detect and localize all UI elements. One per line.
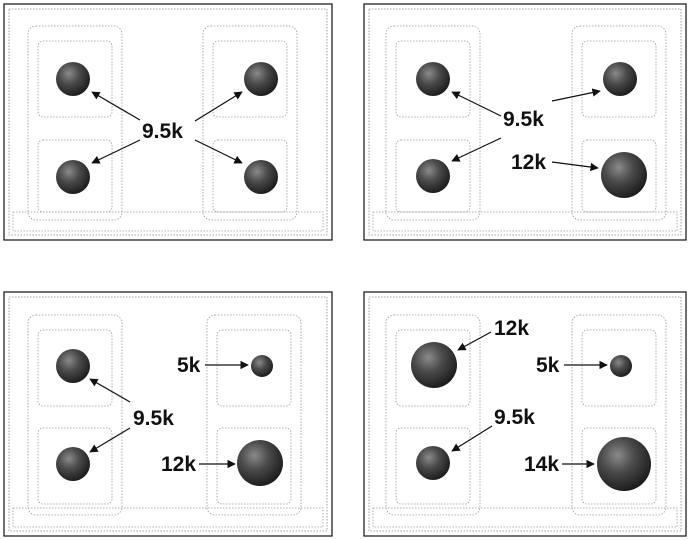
burner-cell — [37, 139, 113, 213]
burner-back-right — [251, 355, 273, 377]
rating-label: 9.5k — [142, 120, 183, 143]
burner-cell — [395, 40, 471, 118]
burner-cell — [37, 329, 113, 407]
burner-cell — [395, 329, 471, 407]
burner-front-right — [601, 152, 647, 198]
burner-cell — [37, 40, 113, 118]
cooktop-outline — [363, 3, 687, 241]
arrow — [91, 139, 141, 164]
left-burner-zone — [27, 25, 123, 221]
rating-label: 9.5k — [494, 406, 535, 429]
rating-label: 5k — [536, 354, 560, 377]
cooktop-inner-border — [368, 8, 682, 236]
panel-2: 9.5k 12k — [363, 3, 687, 241]
burner-back-left — [56, 349, 90, 383]
arrow — [457, 331, 492, 351]
burner-back-right — [603, 62, 637, 96]
rating-label: 9.5k — [503, 108, 544, 131]
burner-front-left — [56, 160, 90, 194]
burner-back-left — [56, 62, 90, 96]
cooktop-outline — [3, 3, 333, 241]
cooktop-outline — [363, 291, 687, 537]
cooktop-inner-border — [8, 8, 328, 236]
panel-4: 12k 5k 9.5k 14k — [363, 291, 687, 537]
burner-cell — [581, 40, 657, 118]
burner-cell — [37, 427, 113, 505]
burner-cell — [216, 329, 292, 407]
rating-label: 12k — [161, 453, 196, 476]
cooktop-front-strip — [372, 507, 678, 528]
burner-cell — [395, 427, 471, 505]
burner-cell — [581, 329, 657, 407]
arrow — [194, 91, 243, 122]
rating-label: 12k — [511, 151, 546, 174]
right-burner-zone — [571, 314, 667, 516]
burner-front-right — [597, 437, 651, 491]
cooktop-front-strip — [372, 211, 678, 232]
right-burner-zone — [202, 25, 298, 221]
burner-front-left — [56, 447, 90, 481]
burner-front-left — [416, 446, 450, 480]
cooktop-front-strip — [12, 211, 324, 232]
arrow — [451, 91, 502, 117]
left-burner-zone — [385, 314, 481, 516]
arrow — [551, 88, 601, 102]
right-burner-zone — [571, 25, 667, 221]
panel-1: 9.5k — [3, 3, 333, 241]
burner-front-right — [244, 160, 278, 194]
burner-back-left — [416, 62, 450, 96]
cooktop-inner-border — [368, 296, 682, 532]
arrow — [451, 137, 502, 162]
panel-3: 5k 9.5k 12k — [3, 291, 333, 537]
rating-label: 5k — [177, 354, 201, 377]
arrow — [89, 378, 131, 403]
burner-back-right — [610, 355, 632, 377]
rating-label: 14k — [524, 453, 559, 476]
burner-cell — [581, 139, 657, 213]
right-burner-zone — [206, 314, 302, 516]
arrow — [89, 427, 131, 453]
burner-cell — [212, 139, 288, 213]
arrow — [91, 91, 141, 121]
cooktop-front-strip — [12, 507, 324, 528]
burner-back-left — [411, 342, 457, 388]
arrow — [551, 161, 599, 172]
cooktop-inner-border — [8, 296, 328, 532]
burner-cell — [395, 139, 471, 213]
burner-cell — [212, 40, 288, 118]
arrow — [451, 425, 493, 452]
burner-back-right — [244, 62, 278, 96]
cooktop-outline — [3, 291, 333, 537]
rating-label: 12k — [494, 317, 529, 340]
burner-cell — [581, 427, 657, 505]
left-burner-zone — [27, 314, 123, 516]
left-burner-zone — [385, 25, 481, 221]
arrow — [194, 139, 243, 164]
burner-front-right — [237, 440, 283, 486]
burner-cell — [216, 427, 292, 505]
rating-label: 9.5k — [133, 407, 174, 430]
burner-front-left — [416, 159, 450, 193]
